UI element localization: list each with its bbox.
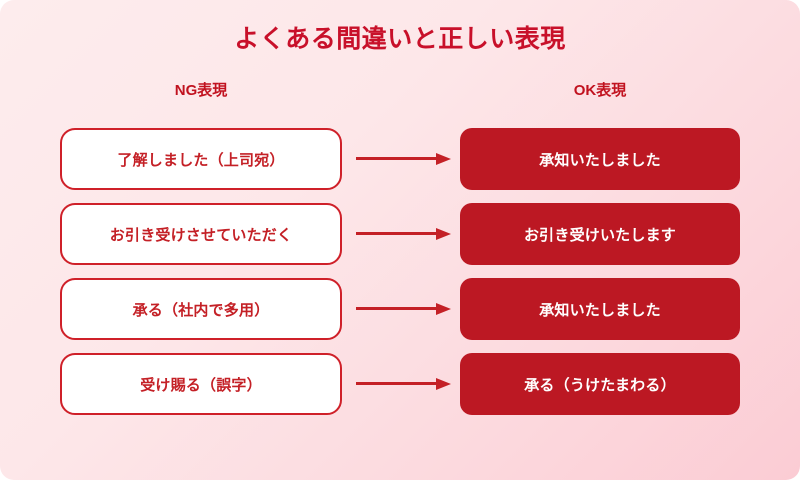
ng-expression-box: 承る（社内で多用） (60, 278, 342, 340)
column-header-ok: OK表現 (573, 82, 627, 99)
ok-expression-box: お引き受けいたします (460, 203, 740, 265)
comparison-row: お引き受けさせていただく お引き受けいたします (0, 203, 800, 265)
arrow-head (436, 378, 451, 390)
arrow-head (436, 303, 451, 315)
arrow-head (436, 153, 451, 165)
arrow-line (356, 232, 438, 235)
ng-expression-box: 受け賜る（誤字） (60, 353, 342, 415)
arrow-line (356, 382, 438, 385)
comparison-row: 承る（社内で多用） 承知いたしました (0, 278, 800, 340)
column-header-ng: NG表現 (174, 82, 228, 99)
arrow-line (356, 307, 438, 310)
comparison-row: 了解しました（上司宛） 承知いたしました (0, 128, 800, 190)
comparison-row: 受け賜る（誤字） 承る（うけたまわる） (0, 353, 800, 415)
arrow-head (436, 228, 451, 240)
comparison-rows: 了解しました（上司宛） 承知いたしました お引き受けさせていただく お引き受けい… (0, 128, 800, 428)
page-title: よくある間違いと正しい表現 (234, 25, 566, 53)
arrow-right-icon (356, 153, 452, 165)
arrow-right-icon (356, 303, 452, 315)
ok-expression-box: 承知いたしました (460, 128, 740, 190)
arrow-right-icon (356, 228, 452, 240)
ok-expression-box: 承る（うけたまわる） (460, 353, 740, 415)
arrow-right-icon (356, 378, 452, 390)
ng-expression-box: 了解しました（上司宛） (60, 128, 342, 190)
ng-expression-box: お引き受けさせていただく (60, 203, 342, 265)
ok-expression-box: 承知いたしました (460, 278, 740, 340)
arrow-line (356, 157, 438, 160)
